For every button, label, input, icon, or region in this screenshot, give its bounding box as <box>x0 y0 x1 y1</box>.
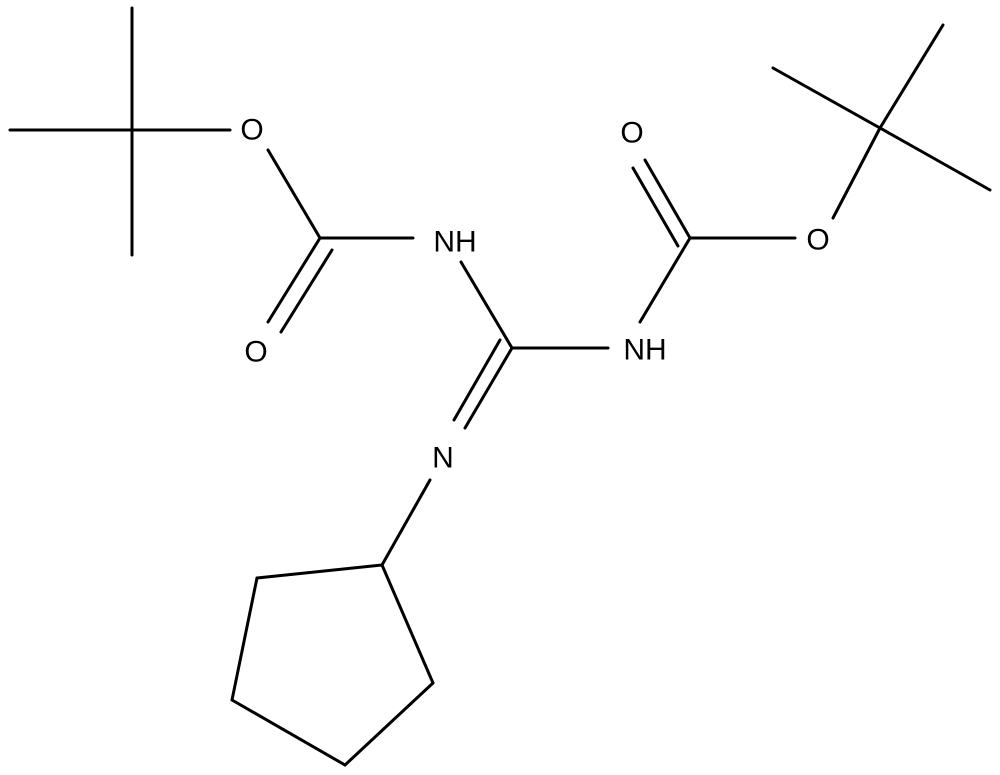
bond-cyclopentyl-5 <box>380 563 435 685</box>
bond-cyclopentyl-3 <box>230 698 347 767</box>
bond-cyclopentyl-4 <box>343 681 435 767</box>
bond-right-tbu-methyl-west <box>771 66 882 130</box>
bond-cyclopentyl-2 <box>230 576 259 702</box>
bond-right-nh-to-carbonyl-c <box>638 236 692 324</box>
bond-imine-n-to-cyclopentyl <box>380 478 432 567</box>
atom-label-nh-right: NH <box>623 334 666 367</box>
atom-label-n-imine: N <box>432 442 454 475</box>
atom-label-o-ester-left: O <box>240 114 263 147</box>
bond-central-c-imine-double-b <box>452 338 502 422</box>
bond-left-carbonyl-double-b <box>279 248 334 334</box>
atom-label-nh-left: NH <box>433 226 476 259</box>
bond-right-tbu-methyl-north <box>878 23 945 130</box>
atom-label-o-carbonyl-left: O <box>244 336 267 369</box>
bond-left-ester-o-to-carbonyl-c <box>266 148 322 240</box>
bond-right-carbonyl-double-b <box>631 166 680 248</box>
bond-left-nh-to-central-c <box>459 260 514 350</box>
atom-label-o-ester-right: O <box>806 224 829 257</box>
bond-right-tbu-methyl-east <box>878 126 992 192</box>
atom-label-o-carbonyl-right: O <box>620 117 643 150</box>
bond-cyclopentyl-1 <box>255 563 384 580</box>
bond-right-ester-o-to-tbu <box>831 126 882 220</box>
bond-right-carbonyl-double-a <box>643 158 692 240</box>
bond-central-c-imine-double-a <box>463 346 514 430</box>
bond-left-carbonyl-double-a <box>266 236 322 324</box>
